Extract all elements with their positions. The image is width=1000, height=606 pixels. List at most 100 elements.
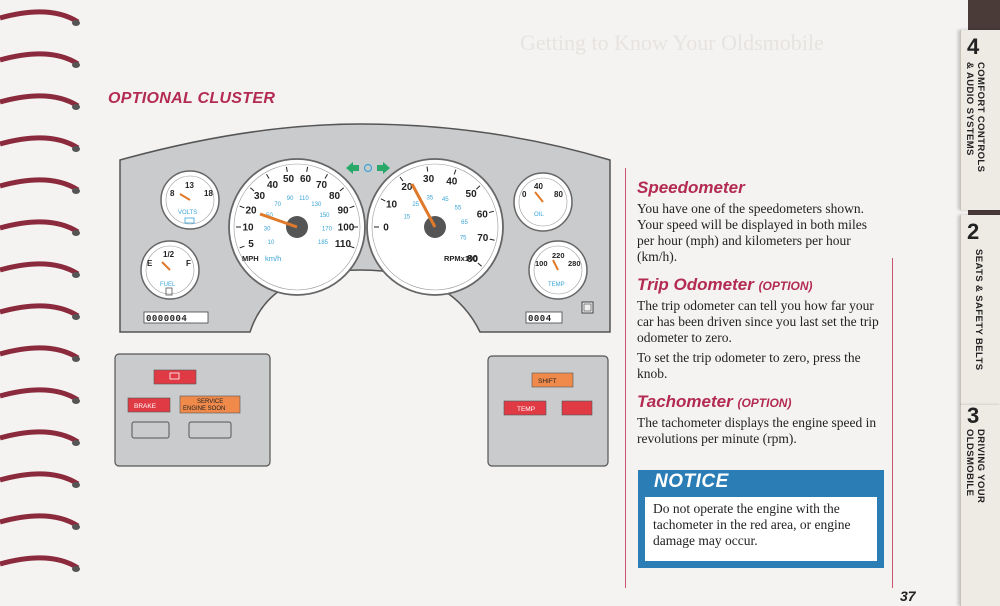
speedometer-kmh-tick-label: 70 <box>274 202 281 208</box>
speedometer-tick-label: 20 <box>245 206 257 217</box>
spiral-ring <box>0 345 80 361</box>
manual-page: Getting to Know Your Oldsmobile OPTIONAL… <box>0 0 968 606</box>
turn-signal-indicators <box>346 162 390 174</box>
tachometer-tick-label: 0 <box>383 222 389 233</box>
tab-number: 4 <box>967 34 980 59</box>
spiral-hole <box>72 230 80 236</box>
tab-seats-safety-belts[interactable]: 2 SEATS & SAFETY BELTS <box>960 215 1000 405</box>
tachometer-tick-label-mark <box>453 169 457 175</box>
speedometer-tick-label: 70 <box>316 180 328 191</box>
fuel-pump-icon <box>165 287 173 296</box>
page-number: 37 <box>900 588 916 604</box>
tachometer-tick-label-mark <box>475 185 481 190</box>
speedometer-mph-label: MPH <box>242 254 259 263</box>
temp-tick-high: 280 <box>568 259 581 268</box>
spiral-hole <box>72 566 80 572</box>
tachometer-inner-tick-label: 45 <box>442 197 449 203</box>
tab-label: SEATS & SAFETY BELTS <box>973 249 984 371</box>
fuel-gauge: E 1/2 F FUEL <box>140 240 200 300</box>
speedometer-tick-label: 40 <box>267 180 279 191</box>
temp-tick-low: 100 <box>535 259 548 268</box>
oil-tick-mid: 40 <box>534 182 543 191</box>
right-turn-arrow-icon <box>377 162 390 174</box>
spiral-ring <box>0 513 80 529</box>
left-turn-arrow-icon <box>346 162 359 174</box>
volts-tick-mid: 13 <box>185 181 194 190</box>
volts-gauge: 8 13 18 VOLTS <box>160 170 220 230</box>
trip-odometer-reset-body: To set the trip odometer to zero, press … <box>637 350 861 381</box>
spiral-hole <box>72 440 80 446</box>
speedometer-tick-label-mark <box>339 187 345 192</box>
speedometer-tick-label-mark <box>349 205 355 209</box>
spiral-hole <box>72 20 80 26</box>
spiral-ring <box>0 177 80 193</box>
brake-warning-light <box>127 397 171 413</box>
speedometer-kmh-tick-label: 10 <box>268 240 275 246</box>
speedometer-kmh-tick-label: 110 <box>299 196 309 202</box>
temp-label: TEMP <box>548 282 565 288</box>
blank-indicator-right <box>188 421 232 439</box>
tab-comfort-controls[interactable]: 4 COMFORT CONTROLS & AUDIO SYSTEMS <box>960 30 1000 210</box>
spiral-hole <box>72 146 80 152</box>
spiral-ring <box>0 555 80 571</box>
trip-odometer-display: 0004 <box>525 311 563 324</box>
speedometer-tick-label-mark <box>324 173 328 179</box>
speedometer-tick-label: 110 <box>335 239 352 250</box>
tachometer-tick-label: 30 <box>423 174 435 185</box>
battery-warning-light <box>153 369 197 385</box>
left-warning-panel: BRAKE SERVICE ENGINE SOON <box>114 353 271 467</box>
door-warning-light <box>561 400 593 416</box>
tachometer-body: The tachometer displays the engine speed… <box>637 415 877 446</box>
tachometer-tick-label-mark <box>380 198 386 202</box>
spiral-hole <box>72 482 80 488</box>
volts-label: VOLTS <box>178 210 197 216</box>
tab-number: 3 <box>967 403 980 428</box>
speedometer-tick-label: 80 <box>329 191 341 202</box>
speedometer-tick-label: 90 <box>337 206 349 217</box>
oil-tick-high: 80 <box>554 190 563 199</box>
shift-indicator-light <box>531 372 574 388</box>
speedometer-tick-label-mark <box>239 245 245 249</box>
service-label-line1: SERVICE <box>197 399 223 405</box>
column-rule-right <box>892 258 893 588</box>
tachometer-tick-label: 70 <box>477 233 489 244</box>
bleed-through-text: Getting to Know Your Oldsmobile <box>520 30 824 55</box>
blank-indicator-left <box>131 421 170 439</box>
spiral-ring <box>0 261 80 277</box>
tab-number: 2 <box>967 219 980 244</box>
spiral-ring <box>0 93 80 109</box>
speedometer-kmh-tick-label: 30 <box>264 227 271 233</box>
speedometer-tick-label: 5 <box>248 239 254 250</box>
speedometer-tick-label: 10 <box>242 222 254 233</box>
spiral-ring <box>0 219 80 235</box>
speedometer-tick-label-mark <box>306 166 309 172</box>
speedometer-body: You have one of the speedometers shown. … <box>637 201 867 264</box>
tachometer-tick-label: 50 <box>466 189 478 200</box>
tachometer-tick-label: 10 <box>386 200 398 211</box>
oil-gauge: 0 40 80 OIL <box>513 172 573 232</box>
tachometer-inner-tick-label: 15 <box>403 215 410 221</box>
fuel-label: FUEL <box>160 282 176 288</box>
tachometer-inner-tick-label: 25 <box>412 202 419 208</box>
oil-label: OIL <box>534 212 544 218</box>
tachometer-tick-label-mark <box>426 166 429 172</box>
temp-warning-label: TEMP <box>517 406 535 413</box>
battery-icon <box>184 217 195 224</box>
notice-box: NOTICE Do not operate the engine with th… <box>638 470 884 568</box>
fuel-tick-half: 1/2 <box>163 250 175 259</box>
tachometer-label: RPMx100 <box>444 254 477 263</box>
fuel-tick-empty: E <box>147 259 153 268</box>
spiral-ring <box>0 9 80 25</box>
section-tabs: 4 COMFORT CONTROLS & AUDIO SYSTEMS 2 SEA… <box>960 0 1000 606</box>
temp-tick-mid: 220 <box>552 251 565 260</box>
fuel-tick-full: F <box>186 259 191 268</box>
spiral-ring <box>0 471 80 487</box>
notice-title: NOTICE <box>654 471 729 492</box>
spiral-ring <box>0 51 80 67</box>
speedometer-kmh-tick-label: 170 <box>322 227 333 233</box>
speedometer-kmh-tick-label: 185 <box>318 240 329 246</box>
tab-driving-your-oldsmobile[interactable]: 3 DRIVING YOUR OLDSMOBILE <box>960 403 1000 606</box>
column-rule <box>625 168 626 588</box>
